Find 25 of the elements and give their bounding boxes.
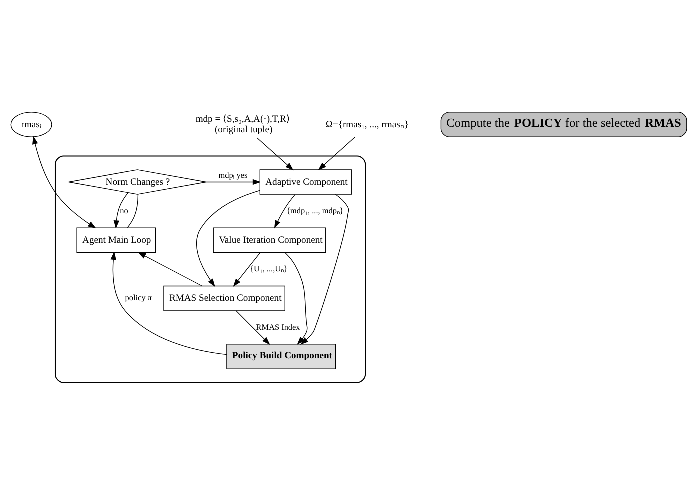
cluster xyxy=(54,156,366,384)
arrow xyxy=(196,190,260,288)
node-box: Compute the POLICY for the selected RMAS xyxy=(440,112,688,138)
arrow xyxy=(206,179,262,186)
node-box: RMAS Selection Component xyxy=(164,286,286,312)
node-box: Value Iteration Component xyxy=(213,228,326,254)
node-box: Policy Build Component xyxy=(226,344,336,370)
node-ellipse: rmasᵢ xyxy=(10,112,52,138)
arrow xyxy=(138,252,203,287)
arrow xyxy=(110,252,228,356)
node-text: mdp = ⟨S,s₀,A,A(·),T,R⟩ (original tuple) xyxy=(196,114,290,136)
arrow xyxy=(114,192,129,229)
connector xyxy=(127,194,139,228)
arrow xyxy=(318,136,356,171)
arrow xyxy=(32,136,96,229)
arrow xyxy=(284,252,308,346)
arrow xyxy=(236,310,270,346)
arrow xyxy=(274,194,296,229)
node-text: Ω={rmas₁, ..., rmasₙ} xyxy=(326,119,409,130)
node-box: Adaptive Component xyxy=(260,170,352,195)
arrow xyxy=(300,194,350,346)
node-diamond: Norm Changes ? xyxy=(68,170,207,195)
node-box: Agent Main Loop xyxy=(76,228,156,254)
arrow xyxy=(233,252,261,287)
arrow xyxy=(256,138,294,171)
